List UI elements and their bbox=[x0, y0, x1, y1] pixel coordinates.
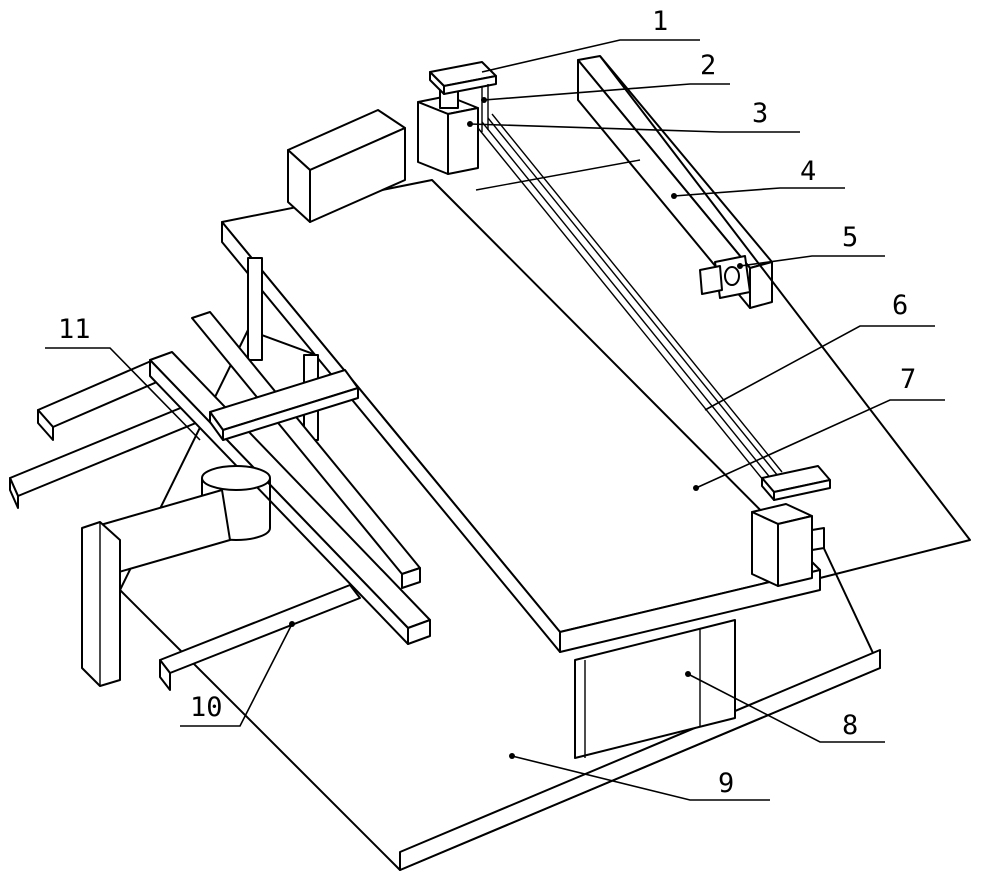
callout-9: 9 bbox=[718, 768, 734, 799]
guide-bar bbox=[475, 113, 783, 487]
transfer-mechanism bbox=[9, 311, 431, 691]
callout-6: 6 bbox=[892, 290, 908, 321]
control-box bbox=[287, 109, 406, 223]
callout-1: 1 bbox=[652, 6, 668, 37]
callout-10: 10 bbox=[190, 692, 223, 723]
callout-labels: 1 2 3 4 5 6 7 8 9 10 11 bbox=[58, 6, 916, 799]
motor-module bbox=[699, 255, 751, 299]
support-block bbox=[574, 619, 736, 759]
callout-8: 8 bbox=[842, 710, 858, 741]
callout-2: 2 bbox=[700, 50, 716, 81]
leader-lines bbox=[45, 39, 945, 801]
front-clamp bbox=[761, 465, 831, 501]
callout-11: 11 bbox=[58, 314, 91, 345]
front-housing bbox=[751, 503, 825, 587]
callout-3: 3 bbox=[752, 98, 768, 129]
callout-7: 7 bbox=[900, 364, 916, 395]
rear-housing bbox=[417, 89, 479, 175]
callout-4: 4 bbox=[800, 156, 816, 187]
top-clamp bbox=[429, 61, 497, 132]
leader-dots bbox=[289, 97, 743, 759]
callout-5: 5 bbox=[842, 222, 858, 253]
